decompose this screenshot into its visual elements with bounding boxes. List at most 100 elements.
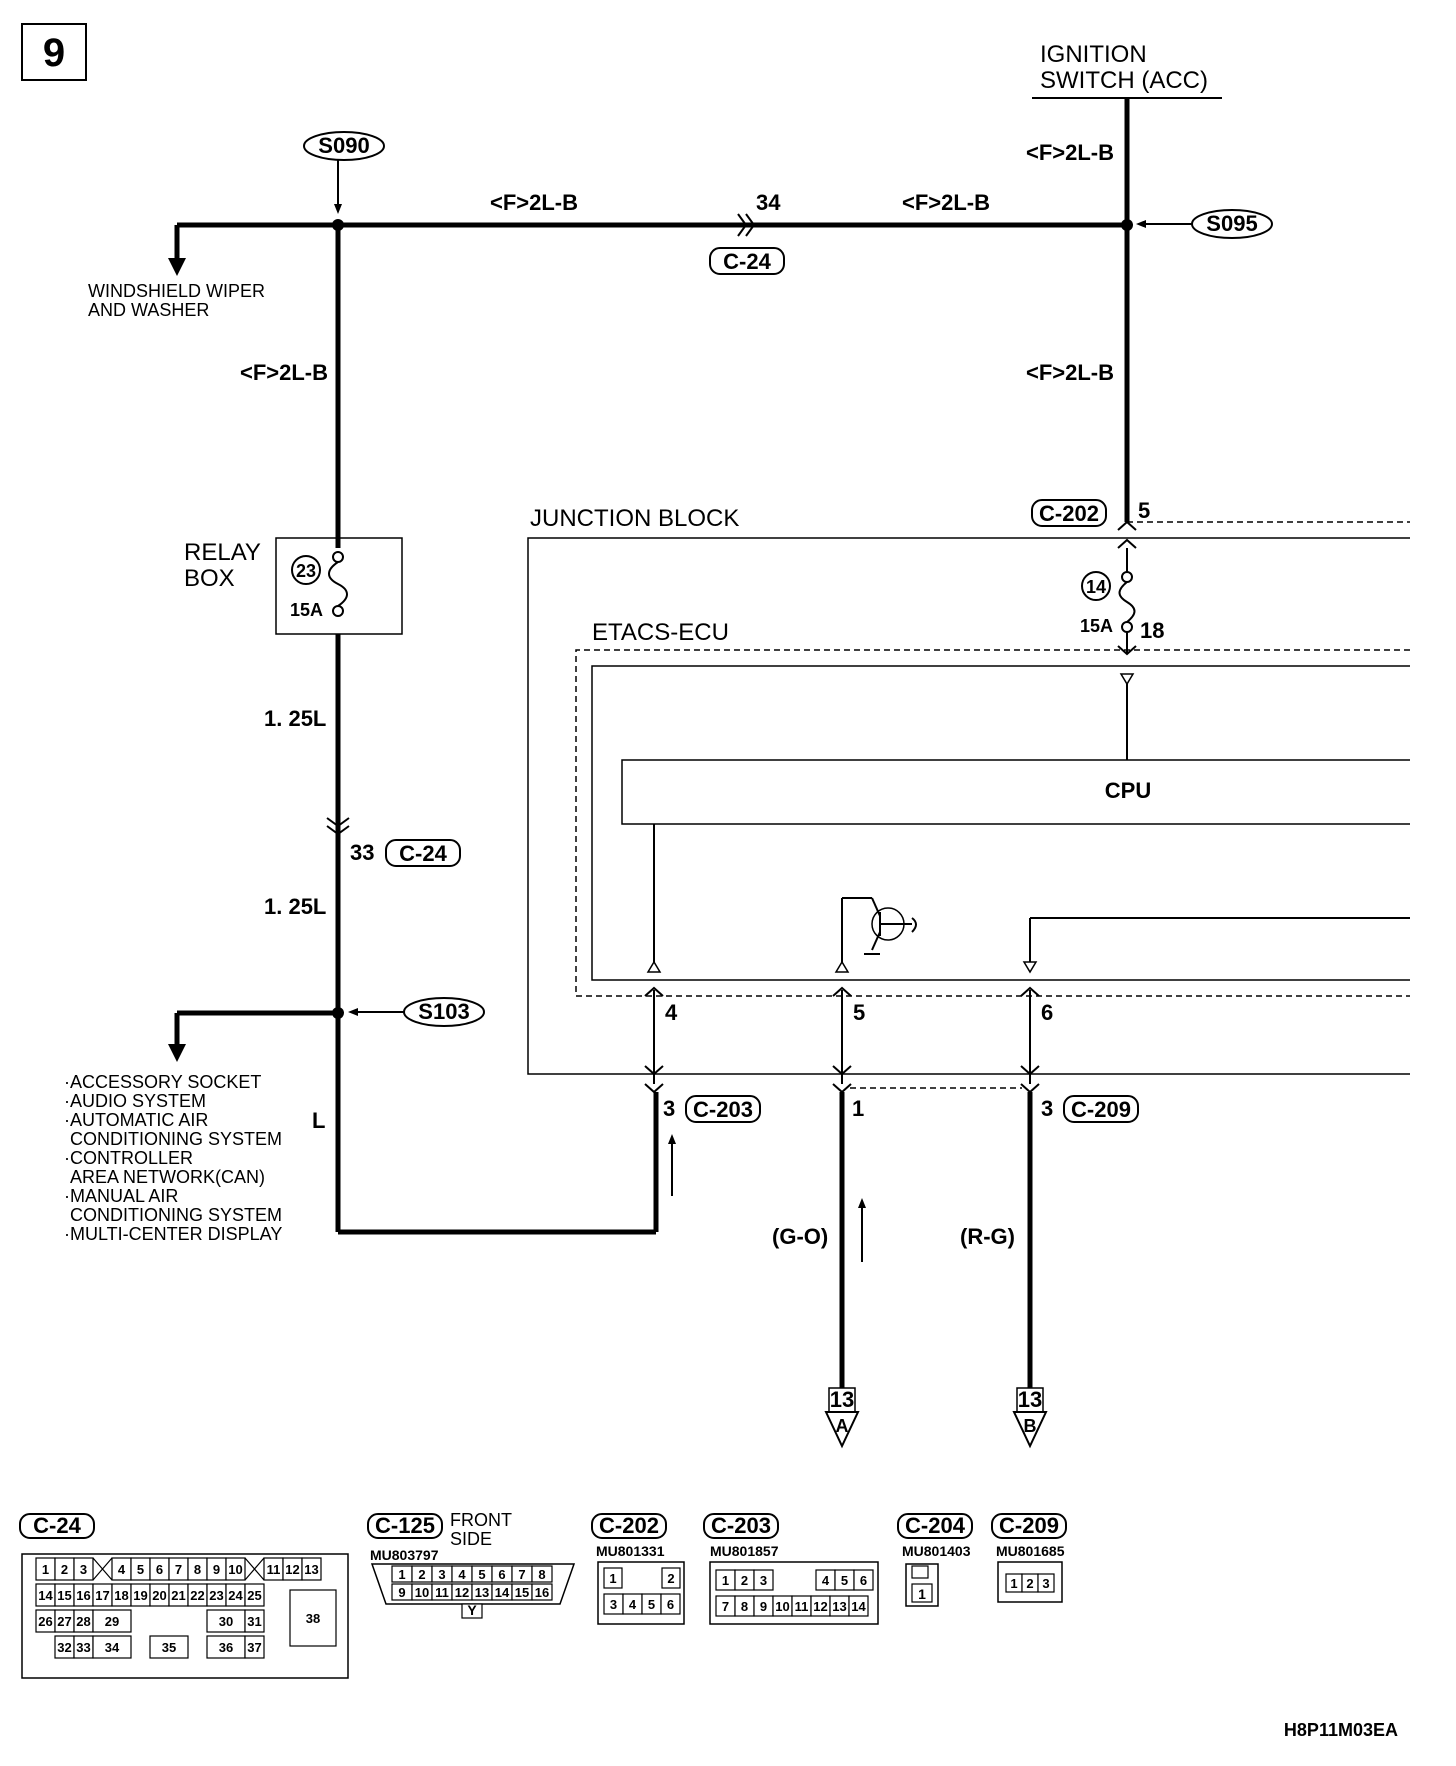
c203-pin: 8 [741, 1599, 748, 1614]
s103-pointer-head [348, 1008, 358, 1016]
c203-pin: 4 [822, 1573, 830, 1588]
c24-pin: 37 [247, 1640, 261, 1655]
pin-5: 5 [853, 1000, 865, 1025]
c24-pin: 20 [152, 1588, 166, 1603]
fuse14-terminal-top [1121, 571, 1133, 583]
c125-pin: 2 [418, 1567, 425, 1582]
terminal-a-arrow-icon [824, 1411, 860, 1449]
terminal-a-num-box [828, 1387, 856, 1413]
terminal-b-num-box [1016, 1387, 1044, 1413]
view-c24-label: C-24 [33, 1513, 81, 1538]
c202-connector-icon [1117, 520, 1137, 549]
c24-pin: 22 [190, 1588, 204, 1603]
view-c125-badge [367, 1513, 443, 1539]
view-c203-part: MU801857 [710, 1543, 779, 1559]
splice-s103: S103 [418, 999, 469, 1024]
pin-3-c209: 3 [1041, 1096, 1053, 1121]
etacs-ecu-outline [575, 649, 1410, 997]
fuse14-icon [1118, 581, 1136, 623]
c125-pin-cell [531, 1583, 553, 1601]
c202-label: C-202 [1039, 501, 1099, 526]
c203-pin-cell [753, 1569, 774, 1591]
c24-pin: 28 [76, 1614, 90, 1629]
splice-s090: S090 [318, 133, 369, 158]
c203-pin-cell [848, 1595, 869, 1617]
c24-pin-cell [92, 1609, 132, 1633]
view-c202-badge [591, 1513, 667, 1539]
c125-pin: 13 [475, 1585, 489, 1600]
pin-1-c203: 1 [852, 1096, 864, 1121]
c24-pin: 17 [95, 1588, 109, 1603]
pin-18: 18 [1140, 618, 1164, 643]
accessory-arrow-icon [168, 1044, 186, 1062]
c203-pin: 13 [832, 1599, 846, 1614]
page-number-box [21, 23, 87, 81]
accessory-item: AREA NETWORK(CAN) [70, 1167, 265, 1187]
c125-pin: 1 [398, 1567, 405, 1582]
view-c125-note-2: SIDE [450, 1529, 492, 1549]
pin5-connector-icon [832, 986, 852, 997]
current-arrow-go-head [858, 1198, 866, 1208]
s095-pointer-head [1136, 220, 1146, 228]
c24-pin: 4 [118, 1562, 126, 1577]
ignition-switch-label-1: IGNITION [1040, 41, 1147, 68]
fuse14-number-circle [1081, 571, 1111, 601]
c203-badge [685, 1095, 761, 1123]
c24-pin-cell [244, 1583, 265, 1607]
fuse14-number: 14 [1086, 577, 1106, 597]
c24-left-label: C-24 [399, 841, 447, 866]
splice-dot-s090 [332, 219, 344, 231]
c24-pin: 25 [247, 1588, 261, 1603]
pin-4: 4 [665, 1000, 678, 1025]
c125-pin-cell [531, 1565, 553, 1583]
c24-pin: 34 [105, 1640, 120, 1655]
c125-pin: 12 [455, 1585, 469, 1600]
c24-pin: 6 [156, 1562, 163, 1577]
splice-dot-s095 [1121, 219, 1133, 231]
c125-pin: 16 [535, 1585, 549, 1600]
accessory-item: ·AUDIO SYSTEM [64, 1091, 206, 1111]
wire-label-right-vertical: <F>2L-B [1026, 360, 1114, 385]
ignition-switch-label-2: SWITCH (ACC) [1040, 67, 1208, 94]
splice-dot-s103 [332, 1007, 344, 1019]
c203-pin: 7 [722, 1599, 729, 1614]
c209-pin: 1 [1010, 1576, 1017, 1591]
view-c125-note-1: FRONT [450, 1510, 512, 1530]
c203-pin: 5 [841, 1573, 848, 1588]
wire-label-125l-upper: 1. 25L [264, 706, 326, 731]
wire-label-l: L [312, 1108, 325, 1133]
c203-pin: 11 [795, 1599, 809, 1614]
relay-box-label-2: BOX [184, 565, 235, 592]
c209-pin: 3 [1042, 1576, 1049, 1591]
c209-label: C-209 [1071, 1097, 1131, 1122]
c24-pin-cell [149, 1635, 189, 1659]
pin-33: 33 [350, 840, 374, 865]
c24-top-badge [709, 247, 785, 275]
accessory-item: ·CONTROLLER [64, 1148, 193, 1168]
c24-pin: 36 [219, 1640, 233, 1655]
c24-pin: 5 [137, 1562, 144, 1577]
view-c125-key [461, 1603, 483, 1619]
terminal-a-number: 13 [830, 1387, 854, 1412]
c202-pin: 5 [648, 1597, 655, 1612]
c24-pin: 14 [38, 1588, 53, 1603]
c24-pin: 31 [247, 1614, 261, 1629]
c24-pin: 7 [175, 1562, 182, 1577]
c24-pin: 30 [219, 1614, 233, 1629]
transistor-collector-lead [871, 897, 881, 917]
c202-pin: 6 [667, 1597, 674, 1612]
c202-pin: 3 [610, 1597, 617, 1612]
junction-block-label: JUNCTION BLOCK [530, 505, 739, 532]
relay-box-label-1: RELAY [184, 539, 261, 566]
view-c209-label: C-209 [999, 1513, 1059, 1538]
c202-pin-cell [660, 1593, 681, 1615]
accessory-item: ·ACCESSORY SOCKET [64, 1072, 261, 1092]
c125-pin: 6 [498, 1567, 505, 1582]
pin4-internal-triangle [646, 960, 662, 973]
wire-label-top-left: <F>2L-B [490, 190, 578, 215]
c209-pin: 2 [1026, 1576, 1033, 1591]
terminal-b-number: 13 [1018, 1387, 1042, 1412]
c24-pin: 26 [38, 1614, 52, 1629]
